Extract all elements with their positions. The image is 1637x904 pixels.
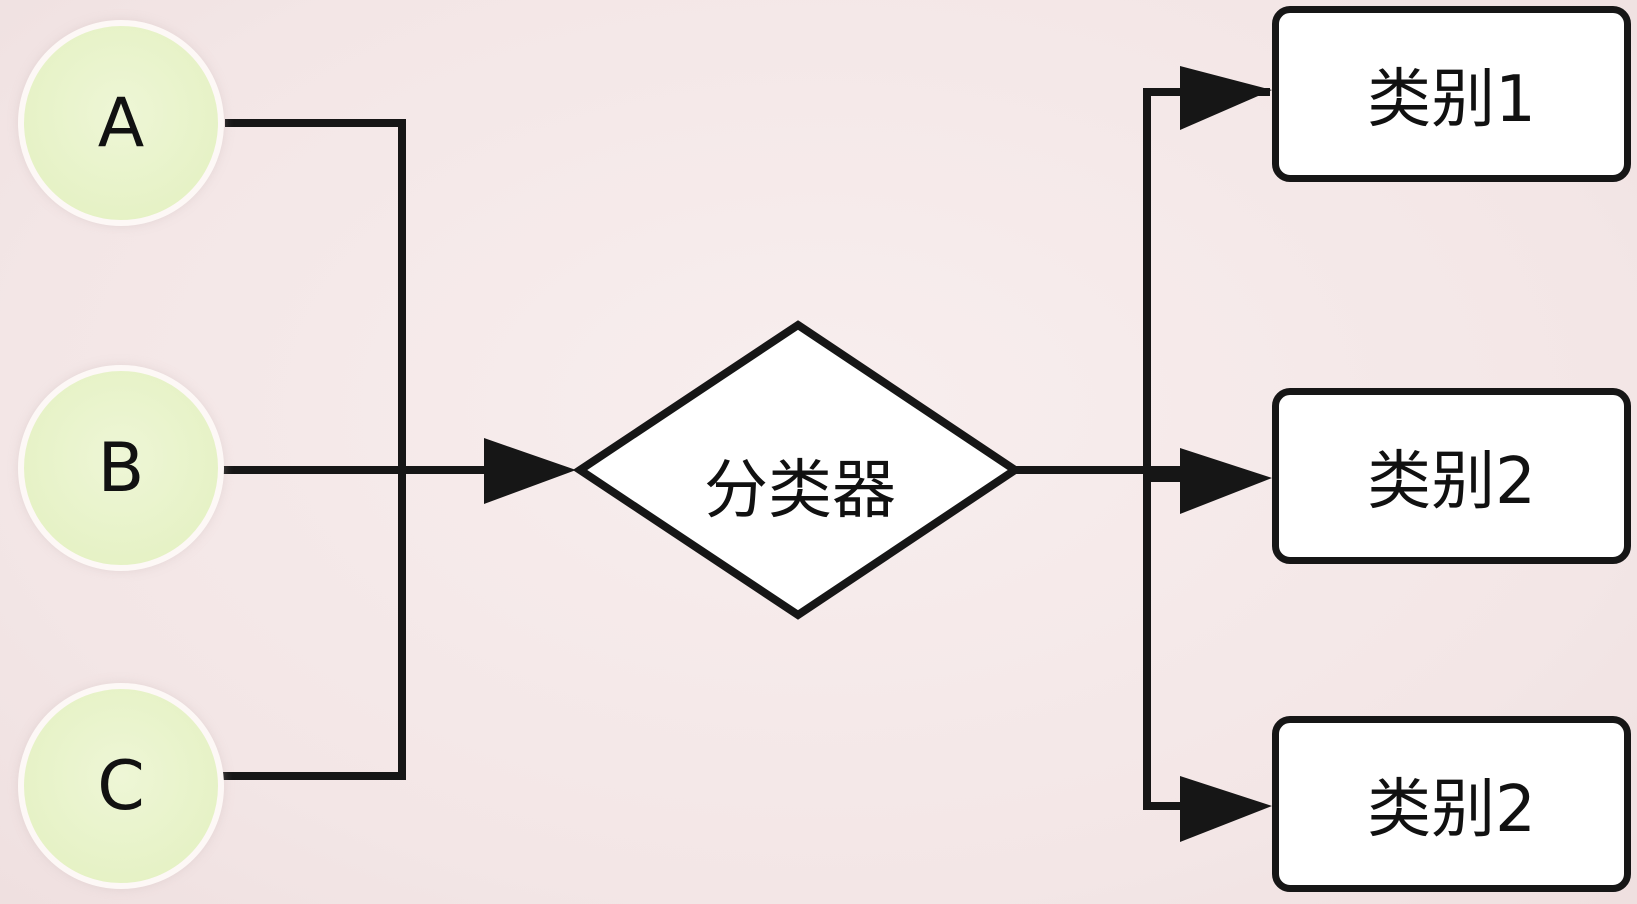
input-node-b: B — [18, 365, 224, 571]
input-node-a: A — [18, 20, 224, 226]
category-box-3: 类别2 — [1272, 716, 1631, 892]
arrow-to-category-2 — [1180, 448, 1272, 514]
connector-c — [220, 470, 406, 780]
output-bus — [1143, 88, 1270, 810]
classifier-diamond — [572, 320, 1023, 620]
input-node-a-label: A — [97, 83, 145, 163]
category-box-1-label: 类别1 — [1367, 63, 1536, 137]
arrow-to-classifier — [484, 438, 576, 504]
category-box-1: 类别1 — [1272, 6, 1631, 182]
classifier-label: 分类器 — [704, 454, 896, 528]
arrow-to-category-1 — [1180, 66, 1272, 130]
category-box-2: 类别2 — [1272, 388, 1631, 564]
input-node-c-label: C — [97, 746, 145, 826]
input-node-b-label: B — [97, 428, 145, 508]
category-box-3-label: 类别2 — [1367, 773, 1536, 847]
category-box-2-label: 类别2 — [1367, 445, 1536, 519]
arrow-to-category-3 — [1180, 776, 1272, 842]
input-node-c: C — [18, 683, 224, 889]
connector-a — [225, 119, 406, 470]
